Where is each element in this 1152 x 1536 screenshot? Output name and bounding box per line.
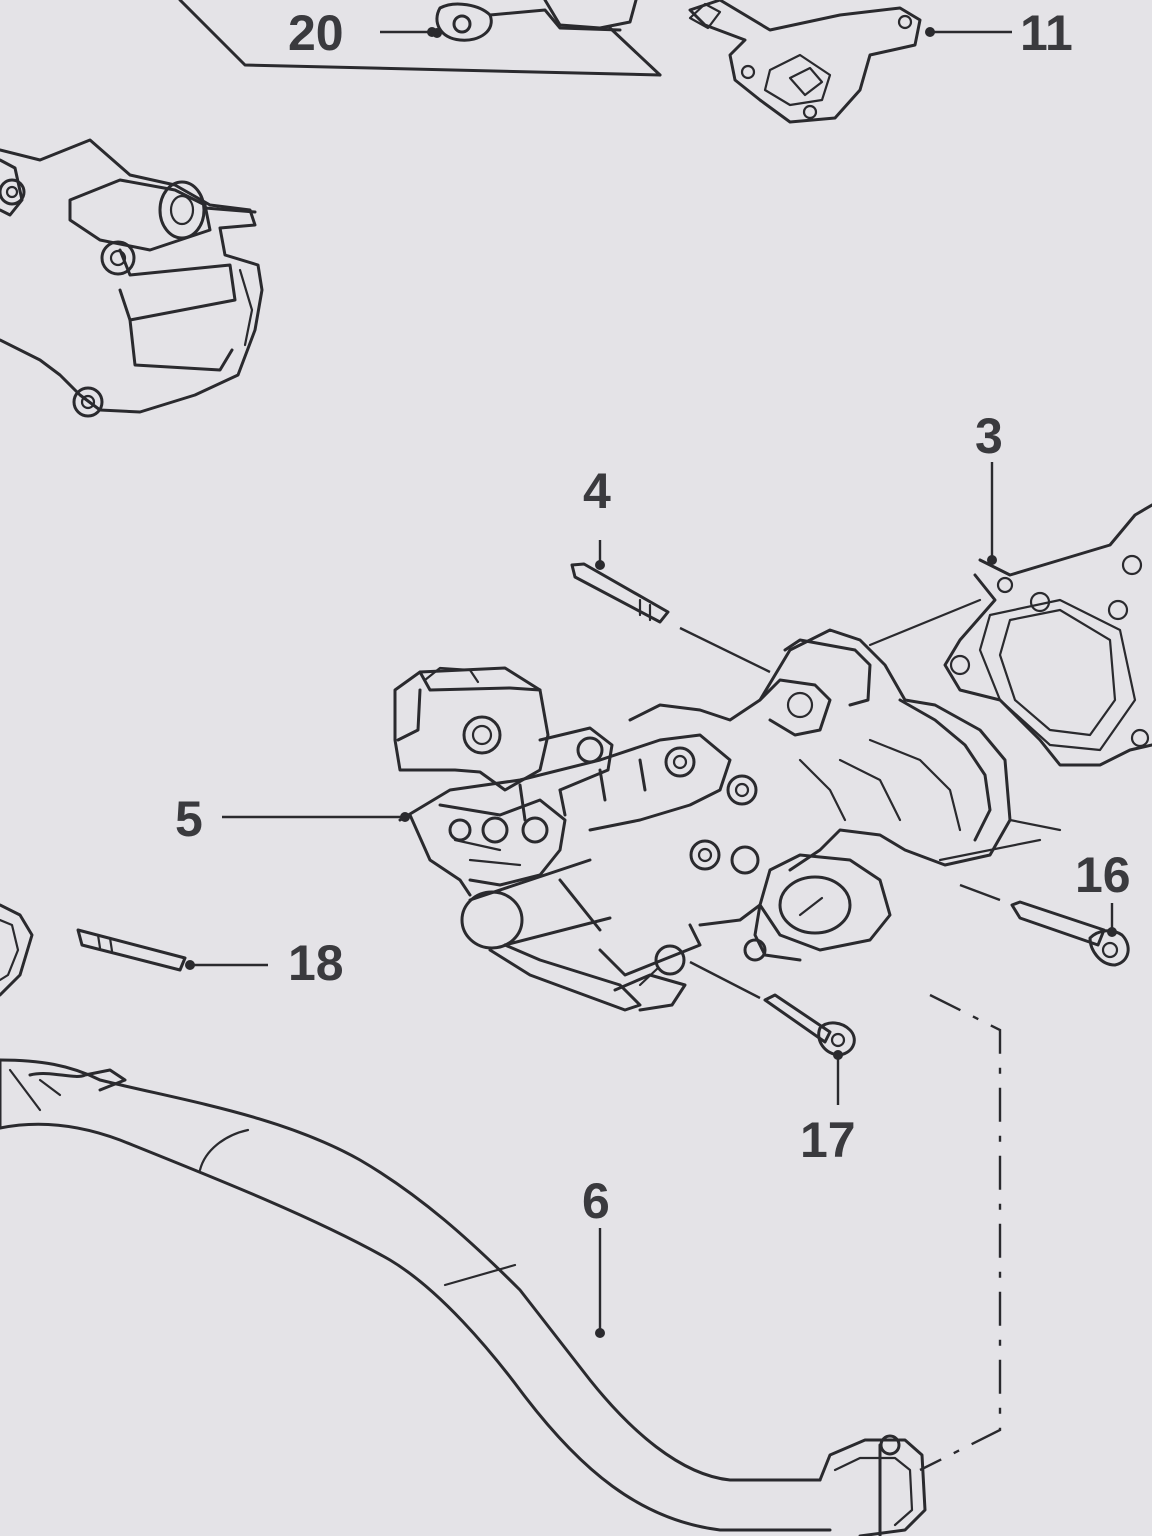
callout-11: 11 (1020, 5, 1073, 61)
callout-18: 18 (288, 935, 344, 991)
callout-16: 16 (1075, 847, 1131, 903)
callout-3: 3 (975, 408, 1003, 464)
part-20-group (178, 0, 662, 77)
callout-20: 20 (288, 5, 344, 61)
callout-5: 5 (175, 791, 203, 847)
callout-17: 17 (800, 1112, 856, 1168)
callout-6: 6 (582, 1173, 610, 1229)
callout-4: 4 (583, 463, 611, 519)
part-6-pipe (0, 1058, 927, 1536)
part-4-bolt (570, 562, 771, 674)
leader-lines (185, 27, 1117, 1338)
part-3-gasket (943, 503, 1152, 767)
egr-valve-assembly (393, 598, 1062, 1012)
part-11-gasket (688, 0, 922, 124)
part-16-bolt (959, 883, 1130, 967)
alignment-line (919, 993, 1002, 1472)
pump-housing (0, 138, 264, 418)
part-17-bolt (689, 960, 856, 1057)
part-18-bolt (0, 903, 187, 997)
